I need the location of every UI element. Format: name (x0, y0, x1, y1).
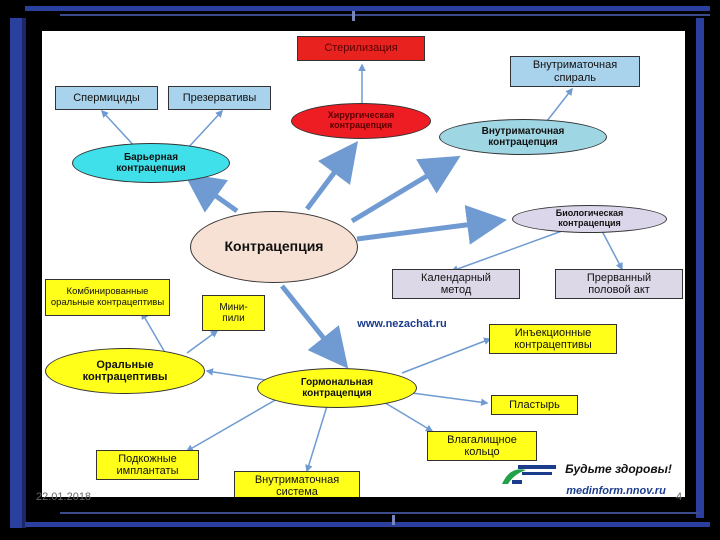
node-implants: Подкожные имплантаты (96, 450, 199, 480)
node-calendar: Календарный метод (392, 269, 520, 299)
node-hormonal: Гормональная контрацепция (257, 368, 417, 408)
node-biological: Биологическая контрацепция (512, 205, 667, 233)
slide-page-number: 4 (676, 491, 683, 503)
node-iud-contraception: Внутриматочная контрацепция (439, 119, 607, 155)
frame-left-bar (10, 18, 22, 528)
frame-bottom-accent (392, 515, 395, 525)
diagram-image: Стерилизация Хирургическая контрацепция … (42, 31, 685, 497)
node-condoms: Презервативы (168, 86, 271, 110)
slide-date: 22.01.2018 (36, 491, 92, 503)
node-iud-system: Внутриматочная система (234, 471, 360, 497)
node-barrier: Барьерная контрацепция (72, 143, 230, 183)
frame-left-bar-dark (22, 18, 26, 528)
node-injection: Инъекционные контрацептивы (489, 324, 617, 354)
node-patch: Пластырь (491, 395, 578, 415)
node-vaginal-ring: Влагалищное кольцо (427, 431, 537, 461)
medinform-logo (496, 462, 560, 488)
footer-site-label: medinform.nnov.ru (566, 484, 666, 497)
node-spermicides: Спермициды (55, 86, 158, 110)
frame-right-bar (696, 18, 704, 518)
node-combined-oral: Комбинированные оральные контрацептивы (45, 279, 170, 316)
frame-top-bar (25, 6, 710, 11)
node-center: Контрацепция (190, 211, 358, 283)
slogan-label: Будьте здоровы! (565, 462, 672, 477)
frame-top-bar-thin (60, 14, 710, 16)
frame-bottom-bar-thin (60, 512, 700, 514)
frame-top-accent (352, 11, 355, 21)
node-mini-pill: Мини-пили (202, 295, 265, 331)
node-surgical: Хирургическая контрацепция (291, 103, 431, 139)
node-interrupted: Прерванный половой акт (555, 269, 683, 299)
website-label: www.nezachat.ru (357, 317, 447, 330)
node-oral: Оральные контрацептивы (45, 348, 205, 394)
node-iud-spiral: Внутриматочная спираль (510, 56, 640, 87)
node-sterilization: Стерилизация (297, 36, 425, 61)
frame-bottom-bar (25, 522, 710, 527)
